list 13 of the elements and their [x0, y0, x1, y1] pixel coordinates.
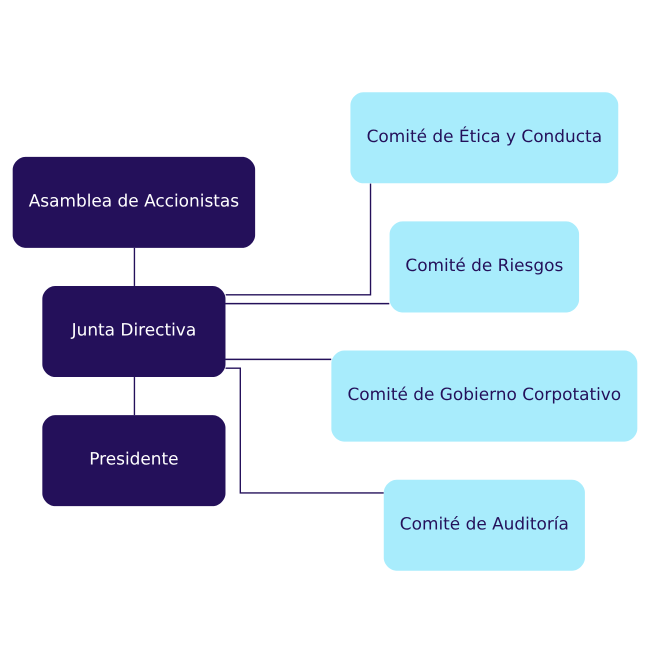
node-box: Comité de Gobierno Corpotativo — [331, 350, 638, 442]
connector — [226, 367, 384, 494]
node-box: Comité de Auditoría — [384, 479, 585, 570]
connector — [134, 376, 136, 415]
connector — [226, 183, 372, 295]
node-box: Comité de Ética y Conducta — [350, 92, 618, 183]
connector — [226, 358, 332, 360]
node-box: Presidente — [42, 414, 226, 506]
connector — [134, 247, 136, 286]
node-box: Comité de Riesgos — [390, 220, 580, 312]
connector — [226, 302, 390, 304]
node-box: Junta Directiva — [42, 285, 226, 377]
node-box: Asamblea de Accionistas — [12, 156, 256, 248]
